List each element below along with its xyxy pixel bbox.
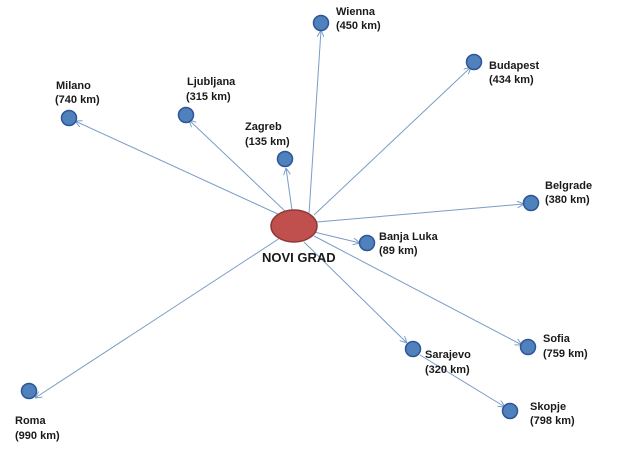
node-belgrade[interactable]: [522, 194, 540, 212]
label-sarajevo-distance: (320 km): [425, 364, 470, 376]
node-wienna[interactable]: [312, 14, 330, 32]
node-budapest[interactable]: [465, 53, 483, 71]
label-milano-distance: (740 km): [55, 94, 100, 106]
edge-wienna: [308, 30, 321, 215]
label-ljubljana-name: Ljubljana: [187, 76, 236, 88]
edge-skopje: [419, 354, 505, 407]
node-banja-luka[interactable]: [358, 234, 376, 252]
label-skopje-distance: (798 km): [530, 415, 575, 427]
edge-budapest: [313, 67, 471, 216]
label-roma-distance: (990 km): [15, 430, 60, 442]
label-skopje-name: Skopje: [530, 401, 566, 413]
edge-sofia: [313, 235, 522, 345]
edge-milano: [75, 121, 281, 216]
node-center[interactable]: [270, 209, 318, 243]
label-zagreb-name: Zagreb: [245, 121, 282, 133]
edge-roma: [35, 237, 281, 398]
labels: Wienna (450 km) Budapest (434 km) Milano…: [15, 6, 592, 442]
label-milano-name: Milano: [56, 80, 91, 92]
node-sarajevo[interactable]: [404, 340, 422, 358]
label-roma-name: Roma: [15, 415, 46, 427]
label-center-name: NOVI GRAD: [262, 250, 336, 265]
label-sofia-name: Sofia: [543, 333, 571, 345]
edge-banja-luka: [313, 231, 360, 243]
label-budapest-distance: (434 km): [489, 74, 534, 86]
edge-belgrade: [316, 204, 524, 223]
node-roma[interactable]: [20, 382, 38, 400]
label-ljubljana-distance: (315 km): [186, 91, 231, 103]
nodes: [20, 14, 540, 420]
label-belgrade-name: Belgrade: [545, 180, 592, 192]
label-wienna-name: Wienna: [336, 6, 376, 18]
label-sarajevo-name: Sarajevo: [425, 349, 471, 361]
node-zagreb[interactable]: [276, 150, 294, 168]
label-wienna-distance: (450 km): [336, 20, 381, 32]
label-sofia-distance: (759 km): [543, 348, 588, 360]
label-belgrade-distance: (380 km): [545, 194, 590, 206]
node-milano[interactable]: [60, 109, 78, 127]
edges: [35, 30, 524, 407]
label-banja-luka-name: Banja Luka: [379, 231, 439, 243]
edge-sarajevo: [303, 241, 407, 343]
node-skopje[interactable]: [501, 402, 519, 420]
edge-ljubljana: [189, 120, 287, 213]
node-sofia[interactable]: [519, 338, 537, 356]
label-banja-luka-distance: (89 km): [379, 245, 418, 257]
label-budapest-name: Budapest: [489, 60, 539, 72]
label-zagreb-distance: (135 km): [245, 136, 290, 148]
node-ljubljana[interactable]: [177, 106, 195, 124]
edge-zagreb: [286, 168, 293, 211]
